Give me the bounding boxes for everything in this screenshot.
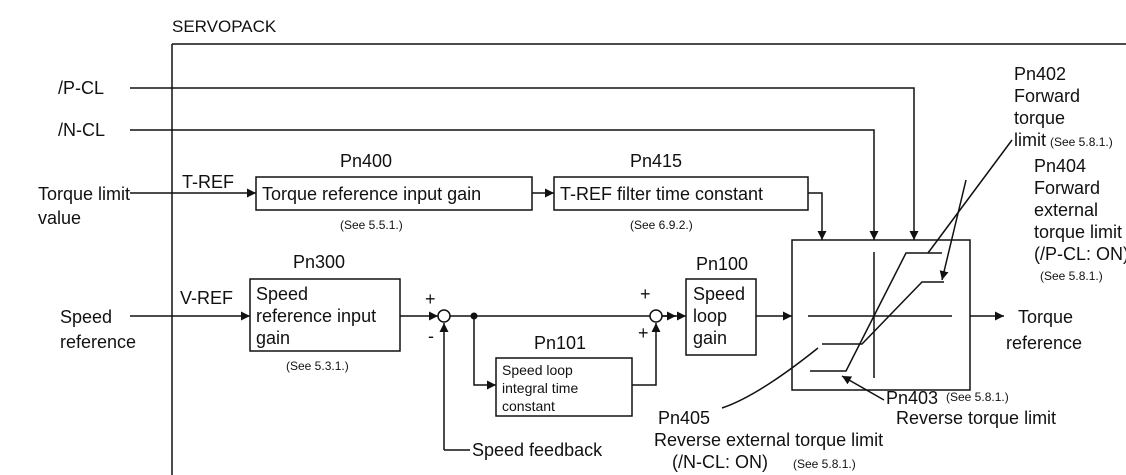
summing-junction-1: [437, 309, 451, 323]
limit-curve-outer: [810, 252, 942, 372]
sum1-minus: -: [428, 326, 434, 346]
v-ref-label: V-REF: [180, 288, 233, 308]
pn404-line-4: (/P-CL: ON): [1034, 244, 1126, 264]
pn415-ref: (See 6.9.2.): [630, 218, 693, 232]
pn100-line-3: gain: [693, 328, 727, 348]
pn300-param: Pn300: [293, 252, 345, 272]
sum2-plus-top: +: [640, 284, 651, 304]
pn404-ref: (See 5.8.1.): [1040, 269, 1103, 283]
pn400-block: [255, 176, 533, 211]
torque-limiter-block: [791, 239, 971, 391]
n-cl-line: [130, 129, 879, 240]
pn300-block: [249, 278, 401, 352]
pn402-param: Pn402: [1014, 64, 1066, 84]
pn400-label: Torque reference input gain: [262, 184, 481, 204]
t-ref-label: T-REF: [182, 172, 234, 192]
pn101-to-sum2-arrow: [632, 323, 661, 386]
pn402-line-2: torque: [1014, 108, 1065, 128]
pn100-param: Pn100: [696, 254, 748, 274]
pn405-label: Reverse external torque limit: [654, 430, 883, 450]
pn405-sub: (/N-CL: ON): [672, 452, 768, 472]
pn101-line-2: integral time: [502, 380, 578, 396]
pn403-param: Pn403: [886, 388, 938, 408]
speed-reference-label-1: Speed: [60, 307, 112, 327]
pn403-ref: (See 5.8.1.): [946, 390, 1009, 404]
torque-limit-label-1: Torque limit: [38, 184, 130, 204]
summing-junction-2: [649, 309, 663, 323]
pn403-label: Reverse torque limit: [896, 408, 1056, 428]
speed-feedback-label: Speed feedback: [472, 440, 603, 460]
p-cl-label: /P-CL: [58, 78, 104, 98]
limit-curve-inner: [822, 281, 944, 345]
sum1-plus: +: [425, 289, 436, 309]
pn402-ref: (See 5.8.1.): [1050, 135, 1113, 149]
pn404-line-3: torque limit: [1034, 222, 1122, 242]
sum2-plus-bottom: +: [638, 323, 649, 343]
pn101-line-1: Speed loop: [502, 362, 573, 378]
servopack-title: SERVOPACK: [172, 17, 277, 36]
pn404-line-1: Forward: [1034, 178, 1100, 198]
pn405-param: Pn405: [658, 408, 710, 428]
pn300-ref: (See 5.3.1.): [286, 359, 349, 373]
pn402-line-3: limit: [1014, 130, 1046, 150]
pn300-line-1: Speed: [256, 284, 308, 304]
speed-reference-label-2: reference: [60, 332, 136, 352]
branch-to-pn101-arrow: [473, 316, 496, 390]
pn400-ref: (See 5.5.1.): [340, 218, 403, 232]
torque-limit-label-2: value: [38, 208, 81, 228]
pn100-line-2: loop: [693, 306, 727, 326]
pn300-line-2: reference input: [256, 306, 376, 326]
p-cl-line: [130, 87, 919, 240]
pn400-param: Pn400: [340, 151, 392, 171]
output-label-1: Torque: [1018, 307, 1073, 327]
pn404-param: Pn404: [1034, 156, 1086, 176]
pn402-leader: [927, 139, 1013, 254]
pn300-line-3: gain: [256, 328, 290, 348]
pn402-line-1: Forward: [1014, 86, 1080, 106]
output-label-2: reference: [1006, 333, 1082, 353]
pn100-block: [685, 278, 757, 356]
pn415-label: T-REF filter time constant: [560, 184, 763, 204]
pn404-leader: [939, 179, 967, 281]
pn100-line-1: Speed: [693, 284, 745, 304]
pn405-leader: [721, 347, 819, 409]
pn415-param: Pn415: [630, 151, 682, 171]
pn403-leader: [841, 375, 885, 401]
pn101-param: Pn101: [534, 333, 586, 353]
pn101-line-3: constant: [502, 398, 555, 414]
pn405-ref: (See 5.8.1.): [793, 457, 856, 471]
pn415-to-limiter-arrow: [808, 192, 827, 240]
pn404-line-2: external: [1034, 200, 1098, 220]
n-cl-label: /N-CL: [58, 120, 105, 140]
pn415-block: [553, 176, 809, 211]
pn101-block: [495, 357, 633, 417]
